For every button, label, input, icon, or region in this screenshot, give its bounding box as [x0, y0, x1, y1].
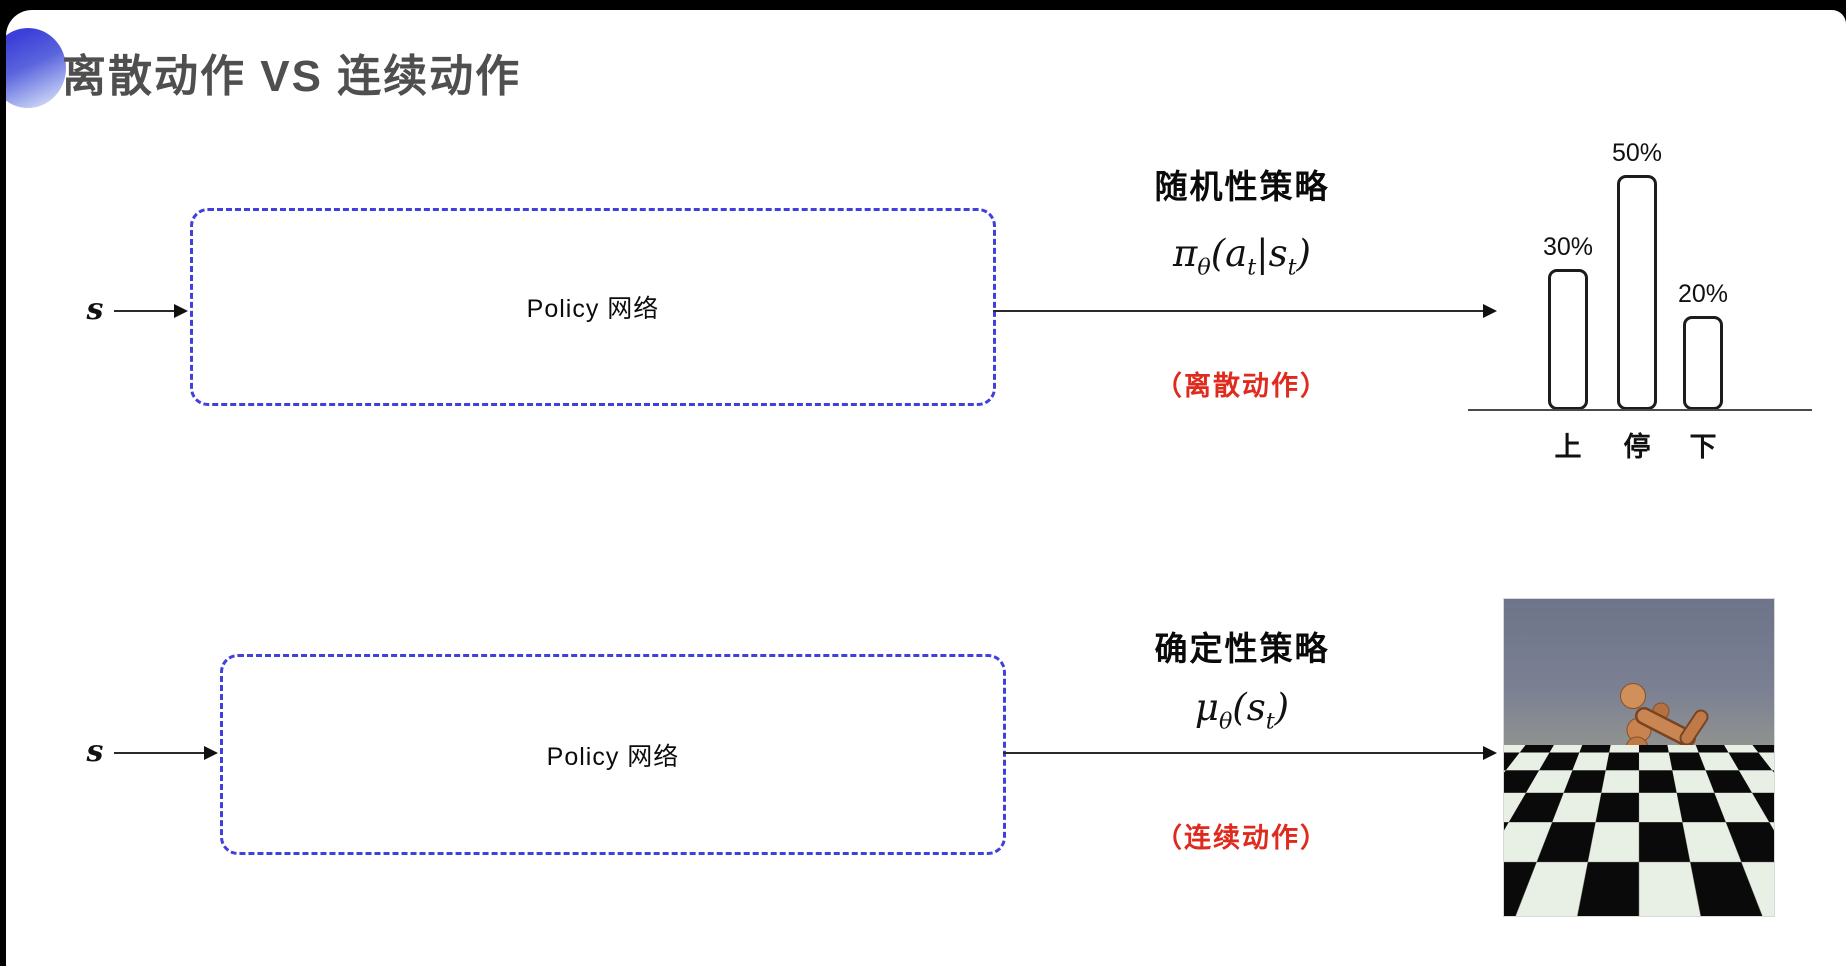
- top-input-arrow: [114, 304, 188, 318]
- slide: 离散动作 VS 连续动作 s Policy 网络 随机性策略 πθ(at|st)…: [6, 10, 1846, 966]
- formula-close-paren: ): [1274, 686, 1290, 729]
- deterministic-policy-name: 确定性策略: [1154, 630, 1330, 667]
- top-policy-network-label: Policy 网络: [526, 295, 660, 323]
- top-output-arrow: [993, 304, 1497, 318]
- category-label-down: 下: [1689, 432, 1717, 462]
- bar-down: [1683, 316, 1723, 410]
- bar-value-label: 30%: [1542, 233, 1594, 261]
- bar-value-label: 50%: [1611, 139, 1663, 167]
- humanoid-robot-figure: [1526, 683, 1709, 908]
- stochastic-policy-formula: πθ(at|st): [1082, 232, 1402, 280]
- action-probability-chart: 30% 50% 20% 上 停 下: [1456, 105, 1826, 475]
- bottom-policy-network-box: Policy 网络: [220, 654, 1006, 855]
- bottom-state-input-label: s: [86, 734, 104, 769]
- formula-bar: |: [1256, 232, 1269, 275]
- bar-group-up: 30%: [1528, 233, 1608, 410]
- formula-arg-s: s: [1246, 686, 1266, 729]
- chart-baseline: [1468, 409, 1812, 411]
- formula-open-paren: (: [1232, 686, 1247, 729]
- formula-arg-a-sub: t: [1247, 254, 1257, 281]
- formula-arg-s: s: [1268, 232, 1288, 275]
- category-label-up: 上: [1554, 432, 1582, 462]
- title-accent-orb-icon: [6, 28, 66, 108]
- formula-arg-s-sub: t: [1265, 708, 1275, 735]
- formula-close-paren: ): [1296, 232, 1311, 275]
- discrete-action-note: （离散动作）: [1155, 371, 1329, 401]
- deterministic-policy-name-wrap: 确定性策略: [1082, 622, 1402, 670]
- stochastic-policy-name: 随机性策略: [1154, 168, 1330, 205]
- formula-arg-a: a: [1225, 232, 1248, 275]
- bar-group-down: 20%: [1663, 280, 1743, 410]
- bar-up: [1548, 269, 1588, 410]
- deterministic-policy-formula: μθ(st): [1082, 686, 1402, 734]
- slide-title: 离散动作 VS 连续动作: [62, 52, 522, 101]
- top-state-input-label: s: [86, 292, 104, 327]
- bar-group-stop: 50%: [1597, 139, 1677, 410]
- bottom-input-arrow: [114, 746, 218, 760]
- bottom-policy-network-label: Policy 网络: [546, 742, 680, 771]
- bottom-output-arrow: [1003, 746, 1497, 760]
- category-label-stop: 停: [1623, 432, 1651, 462]
- formula-pi: π: [1173, 232, 1198, 275]
- formula-arg-s-sub: t: [1287, 254, 1297, 281]
- continuous-action-note: （连续动作）: [1155, 823, 1329, 853]
- formula-pi-sub: θ: [1197, 254, 1211, 281]
- formula-mu: μ: [1194, 686, 1219, 729]
- bar-value-label: 20%: [1677, 280, 1729, 308]
- bar-stop: [1617, 175, 1657, 410]
- humanoid-simulation-image: [1503, 598, 1775, 917]
- stochastic-policy-name-wrap: 随机性策略: [1082, 160, 1402, 208]
- top-policy-network-box: Policy 网络: [190, 208, 996, 406]
- formula-open-paren: (: [1210, 232, 1226, 275]
- formula-mu-sub: θ: [1218, 708, 1233, 735]
